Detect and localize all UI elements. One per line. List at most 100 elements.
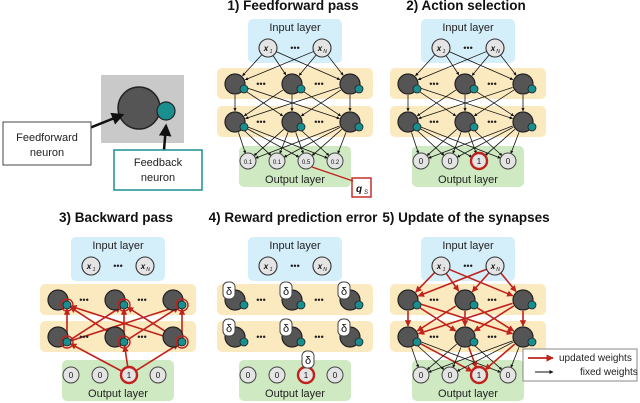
- panel-1-title: 1) Feedforward pass: [227, 0, 358, 13]
- panel-1-h1-neuron-1-feedback: [239, 84, 249, 94]
- panel-5-input-subscript-2: N: [496, 267, 500, 273]
- panel-3-hidden-dots-2b: •••: [137, 332, 146, 342]
- weight-h2-out: [411, 132, 420, 154]
- panel-5-input-label: Input layer: [442, 240, 494, 252]
- panel-4-output-neuron-2: [268, 366, 286, 384]
- weight-h2-out: [411, 347, 419, 368]
- panel-3-h2-neuron-2-feedback: [119, 337, 129, 347]
- weight-h2-out: [311, 128, 343, 156]
- panel-4-output-value-3: 1: [304, 371, 309, 380]
- weight-h1-h2: [243, 89, 284, 117]
- panel-1-output-neuron-3: [297, 152, 315, 170]
- panel-3-h1-neuron-2-feedback: [119, 300, 129, 310]
- panel-4-input-neuron-2: [312, 256, 332, 276]
- weight-h1-h2: [473, 89, 515, 117]
- panel-5-output-neuron-4: [499, 366, 517, 384]
- panel-2-input-label: Input layer: [442, 22, 494, 34]
- panel-4-h2-neuron-2-feedback: [296, 337, 306, 347]
- panel-4-delta-5-box: [279, 318, 293, 337]
- legend-feedback-neuron: [156, 101, 176, 121]
- panel-4-output-value-2: 0: [275, 371, 280, 380]
- weight-in-h1: [471, 271, 491, 293]
- panel-3-title: 3) Backward pass: [59, 210, 173, 225]
- panel-2-h2-neuron-2-feedback: [469, 122, 479, 132]
- weight-h2-out: [253, 128, 285, 156]
- panel-5-output-neuron-1: [412, 366, 430, 384]
- panel-5-connections: [404, 268, 527, 373]
- weight-h1-h2: [416, 305, 457, 332]
- panel-2-output-value-3: 1: [477, 157, 482, 166]
- panel-3-output-neuron-3: [119, 365, 139, 385]
- weight-h2-out: [283, 126, 341, 158]
- panel-4-input-subscript-2: N: [323, 267, 327, 273]
- weight-in-h1: [415, 271, 437, 293]
- panel-5-hidden-dots-2b: •••: [487, 332, 496, 342]
- panel-4-h2-neuron-1-feedback: [239, 337, 249, 347]
- panel-2-hidden-dots-2a: •••: [429, 117, 438, 127]
- panel-5-output-neuron-3: [469, 365, 489, 385]
- panel-3-h1-neuron-3-feedback: [177, 300, 187, 310]
- panel-2-input-symbol-1: x: [436, 44, 442, 53]
- panel-3-output-value-3: 1: [127, 371, 132, 380]
- panel-1-output-label: Output layer: [265, 174, 325, 186]
- panel-3-input-neuron-1: [81, 256, 101, 276]
- weight-h2-out: [452, 132, 462, 154]
- weight-in-h1: [417, 268, 488, 297]
- panel-4-delta-3-box: [337, 281, 351, 300]
- panel-5-output-value-4: 0: [506, 371, 511, 380]
- panel-4-output-value-4: 0: [333, 371, 338, 380]
- weight-h2-out: [456, 341, 514, 372]
- panel-2-h1-neuron-1-feedback: [412, 84, 422, 94]
- legend-updated-text: updated weights: [559, 353, 632, 364]
- weight-in-h1: [242, 53, 263, 77]
- panel-4-h2-neuron-3-feedback: [354, 337, 364, 347]
- weight-h2-out: [299, 129, 330, 156]
- panel-4-input-symbol-2: x: [317, 262, 323, 271]
- panel-1-hidden-dots-2b: •••: [314, 117, 323, 127]
- panel-3-hidden-dots-2a: •••: [79, 332, 88, 342]
- panel-1-input-symbol-1: x: [263, 44, 269, 53]
- panel-4-hidden-dots-1b: •••: [314, 295, 323, 305]
- feedback-out-h2: [69, 343, 123, 372]
- weight-h2-out: [295, 132, 304, 154]
- weight-h2-out: [510, 347, 520, 368]
- panel-3-input-dots: •••: [113, 261, 122, 271]
- panel-2-h1-neuron-2-feedback: [469, 84, 479, 94]
- weight-h2-out: [484, 128, 516, 156]
- panel-4-input-subscript-1: 1: [270, 267, 273, 273]
- weights-legend: updated weights fixed weights: [522, 348, 638, 382]
- weight-h2-out: [279, 132, 289, 154]
- feedback-h2-h1: [70, 304, 179, 342]
- panel-3-input-neuron-2: [135, 256, 155, 276]
- panel-1-h1-neuron-3-feedback: [354, 84, 364, 94]
- panel-5-output-label: Output layer: [438, 388, 498, 400]
- panel-3-feedback-ring-4: [60, 335, 74, 349]
- q-s-box: [351, 177, 372, 198]
- panel-5-h2-neuron-3-feedback: [527, 337, 537, 347]
- panel-1-h2-neuron-2-feedback: [296, 122, 306, 132]
- panel-4-output-value-1: 0: [246, 371, 251, 380]
- panel-4-input-label: Input layer: [269, 240, 321, 252]
- panel-5-input-subscript-1: 1: [443, 267, 446, 273]
- panel-3-input-subscript-2: N: [146, 267, 150, 273]
- panel-5-output-value-1: 0: [419, 371, 424, 380]
- weight-in-h1: [326, 54, 344, 76]
- weight-h2-out: [472, 129, 503, 156]
- panel-4-title: 4) Reward prediction error: [209, 210, 379, 225]
- panel-4-h1-neuron-3-feedback: [354, 300, 364, 310]
- panel-2-input-subscript-1: 1: [443, 49, 446, 55]
- panel-1-h1-neuron-2-feedback: [296, 84, 306, 94]
- weight-in-h1: [272, 54, 287, 76]
- panel-3-output-value-1: 0: [69, 371, 74, 380]
- weight-h2-out: [428, 340, 513, 373]
- panel-2-hidden-dots-1a: •••: [429, 79, 438, 89]
- panel-4-output-layer-bg: [239, 360, 351, 401]
- panel-4-delta-5: δ: [283, 323, 289, 335]
- panel-2-title: 2) Action selection: [406, 0, 526, 13]
- neuron-legend: Feedforward neuron Feedback neuron: [2, 75, 203, 191]
- panel-1-connections: [233, 50, 352, 159]
